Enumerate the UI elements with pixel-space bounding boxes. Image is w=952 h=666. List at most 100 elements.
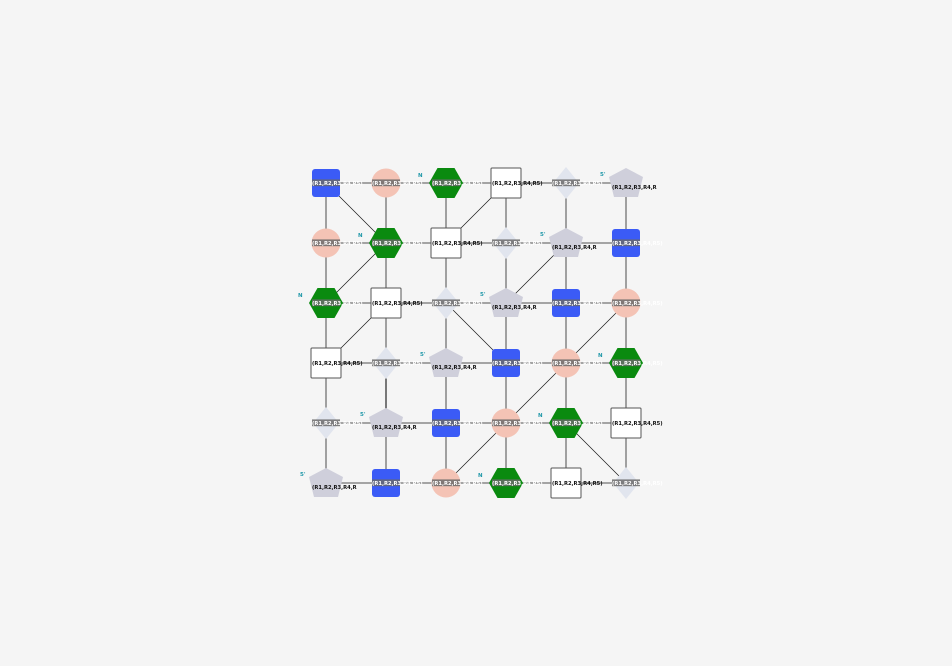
- label-band: [312, 419, 340, 427]
- node-r1-c2[interactable]: (R1,R2,R3,R4,R5): [430, 227, 483, 259]
- label-band: [492, 479, 520, 487]
- label-band: [312, 239, 340, 247]
- node-label: (R1,R2,R3,R4,R5): [432, 421, 483, 427]
- node-label: (R1,R2,R3,R4,R5): [372, 241, 423, 247]
- pentagon-shape: [429, 348, 463, 377]
- node-r3-c3[interactable]: (R1,R2,R3,R4,R5): [492, 349, 543, 377]
- node-r1-c4[interactable]: (R1,R2,R3,R4,R5': [540, 228, 597, 257]
- node-r1-c5[interactable]: (R1,R2,R3,R4,R5): [612, 229, 663, 257]
- label-band: [552, 419, 580, 427]
- node-label: (R1,R2,R3,R4,R5): [492, 241, 543, 247]
- label-band: [612, 239, 640, 247]
- node-annotation: N: [478, 473, 483, 479]
- node-r0-c2[interactable]: (R1,R2,R3,R4,R5) N: [418, 168, 483, 198]
- node-annotation: N: [418, 173, 423, 179]
- node-r4-c3[interactable]: (R1,R2,R3,R4,R5): [491, 408, 543, 438]
- node-r0-c1[interactable]: (R1,R2,R3,R4,R5): [371, 168, 423, 198]
- label-band: [372, 239, 400, 247]
- node-r1-c0[interactable]: (R1,R2,R3,R4,R5): [311, 228, 363, 258]
- label-band: [432, 179, 460, 187]
- label-band: [612, 359, 640, 367]
- node-label: (R1,R2,R3,R4,R5): [492, 181, 543, 187]
- label-band: [372, 479, 400, 487]
- node-label: (R1,R2,R3,R4,R5): [432, 301, 483, 307]
- node-label: (R1,R2,R3,R4,R5): [432, 181, 483, 187]
- node-r4-c1[interactable]: (R1,R2,R3,R4,R 5': [360, 408, 417, 437]
- edge-layer: [325, 182, 627, 484]
- label-band: [432, 419, 460, 427]
- square-shape: [430, 227, 462, 259]
- node-annotation: 5': [360, 412, 366, 418]
- node-label: (R1,R2,R3,R4,R5): [492, 481, 543, 487]
- node-label: (R1,R2,R3,R4,R5): [612, 481, 663, 487]
- node-r2-c5[interactable]: (R1,R2,R3,R4,R5): [611, 288, 663, 318]
- node-r2-c4[interactable]: (R1,R2,R3,R4,R5): [552, 289, 603, 317]
- node-annotation: 5': [420, 352, 426, 358]
- node-label: (R1,R2,R3,R4,R5): [312, 421, 363, 427]
- node-r2-c2[interactable]: (R1,R2,R3,R4,R5): [432, 287, 483, 319]
- node-label: (R1,R2,R3,R4,R5): [492, 421, 543, 427]
- node-r2-c1[interactable]: (R1,R2,R3,R4,R5): [370, 287, 423, 319]
- node-annotation: N: [358, 233, 363, 239]
- node-label: (R1,R2,R3,R4,R5): [612, 421, 663, 427]
- node-annotation: N: [298, 293, 303, 299]
- node-label: (R1,R2,R3,R4,R5): [372, 481, 423, 487]
- node-r5-c0[interactable]: (R1,R2,R3,R4,R5': [300, 468, 357, 497]
- node-label: (R1,R2,R3,R4,R5): [432, 241, 483, 247]
- label-band: [492, 359, 520, 367]
- pentagon-shape: [369, 408, 403, 437]
- node-label: (R1,R2,R3,R4,R5): [312, 361, 363, 367]
- label-band: [552, 179, 580, 187]
- node-annotation: 5': [540, 232, 546, 238]
- node-annotation: 5': [600, 172, 606, 178]
- node-r3-c1[interactable]: (R1,R2,R3,R4,R5): [372, 347, 423, 379]
- node-r4-c5[interactable]: (R1,R2,R3,R4,R5): [610, 407, 663, 439]
- label-band: [432, 479, 460, 487]
- node-r4-c2[interactable]: (R1,R2,R3,R4,R5): [432, 409, 483, 437]
- node-label: (R1,R2,R3,R4,R5): [492, 361, 543, 367]
- node-r0-c3[interactable]: (R1,R2,R3,R4,R5): [490, 167, 543, 199]
- node-label: (R1,R2,R3,R4,R5): [312, 241, 363, 247]
- square-shape: [610, 407, 642, 439]
- node-r5-c5[interactable]: (R1,R2,R3,R4,R5): [612, 467, 663, 499]
- node-label: (R1,R2,R3,R4,R5): [552, 481, 603, 487]
- node-r3-c4[interactable]: (R1,R2,R3,R4,R5): [551, 348, 603, 378]
- node-r5-c4[interactable]: (R1,R2,R3,R4,R5): [550, 467, 603, 499]
- node-r3-c2[interactable]: (R1,R2,R3,R4,R5': [420, 348, 477, 377]
- node-annotation: 5': [480, 292, 486, 298]
- node-layer: (R1,R2,R3,R4,R5)(R1,R2,R3,R4,R5)(R1,R2,R…: [298, 167, 663, 499]
- node-r4-c0[interactable]: (R1,R2,R3,R4,R5): [312, 407, 363, 439]
- node-r0-c4[interactable]: (R1,R2,R3,R4,R5): [552, 167, 603, 199]
- node-label: (R1,R2,R3,R4,R5): [552, 181, 603, 187]
- node-label: (R1,R2,R3,R4,R5): [552, 421, 603, 427]
- node-r3-c5[interactable]: (R1,R2,R3,R4,R5) N: [598, 348, 663, 378]
- node-r2-c0[interactable]: (R1,R2,R3,R4,R5) N: [298, 288, 363, 318]
- node-label: (R1,R2,R3,R4,R5): [312, 301, 363, 307]
- node-r5-c2[interactable]: (R1,R2,R3,R4,R5): [431, 468, 483, 498]
- label-band: [552, 299, 580, 307]
- node-label: (R1,R2,R3,R4,R5): [552, 361, 603, 367]
- label-band: [612, 479, 640, 487]
- square-shape: [370, 287, 402, 319]
- node-r3-c0[interactable]: (R1,R2,R3,R4,R5): [310, 347, 363, 379]
- node-label: (R1,R2,R3,R4,R5): [612, 361, 663, 367]
- node-label: (R1,R2,R3,R4,R5): [372, 361, 423, 367]
- node-label: (R1,R2,R3,R4,R5): [432, 481, 483, 487]
- node-label: (R1,R2,R3,R4,R: [372, 425, 417, 431]
- node-label: (R1,R2,R3,R4,R: [312, 485, 357, 491]
- node-r0-c5[interactable]: (R1,R2,R3,R4,R5': [600, 168, 657, 197]
- node-r1-c1[interactable]: (R1,R2,R3,R4,R5) N: [358, 228, 423, 258]
- node-label: (R1,R2,R3,R4,R5): [612, 301, 663, 307]
- node-label: (R1,R2,R3,R4,R5): [372, 301, 423, 307]
- node-annotation: N: [538, 413, 543, 419]
- node-r1-c3[interactable]: (R1,R2,R3,R4,R5): [492, 227, 543, 259]
- node-r5-c3[interactable]: (R1,R2,R3,R4,R5) N: [478, 468, 543, 498]
- node-r0-c0[interactable]: (R1,R2,R3,R4,R5): [312, 169, 363, 197]
- label-band: [372, 359, 400, 367]
- node-r2-c3[interactable]: (R1,R2,R3,R4,R5': [480, 288, 537, 317]
- node-annotation: N: [598, 353, 603, 359]
- node-r5-c1[interactable]: (R1,R2,R3,R4,R5): [372, 469, 423, 497]
- node-label: (R1,R2,R3,R4,R5): [372, 181, 423, 187]
- node-r4-c4[interactable]: (R1,R2,R3,R4,R5) N: [538, 408, 603, 438]
